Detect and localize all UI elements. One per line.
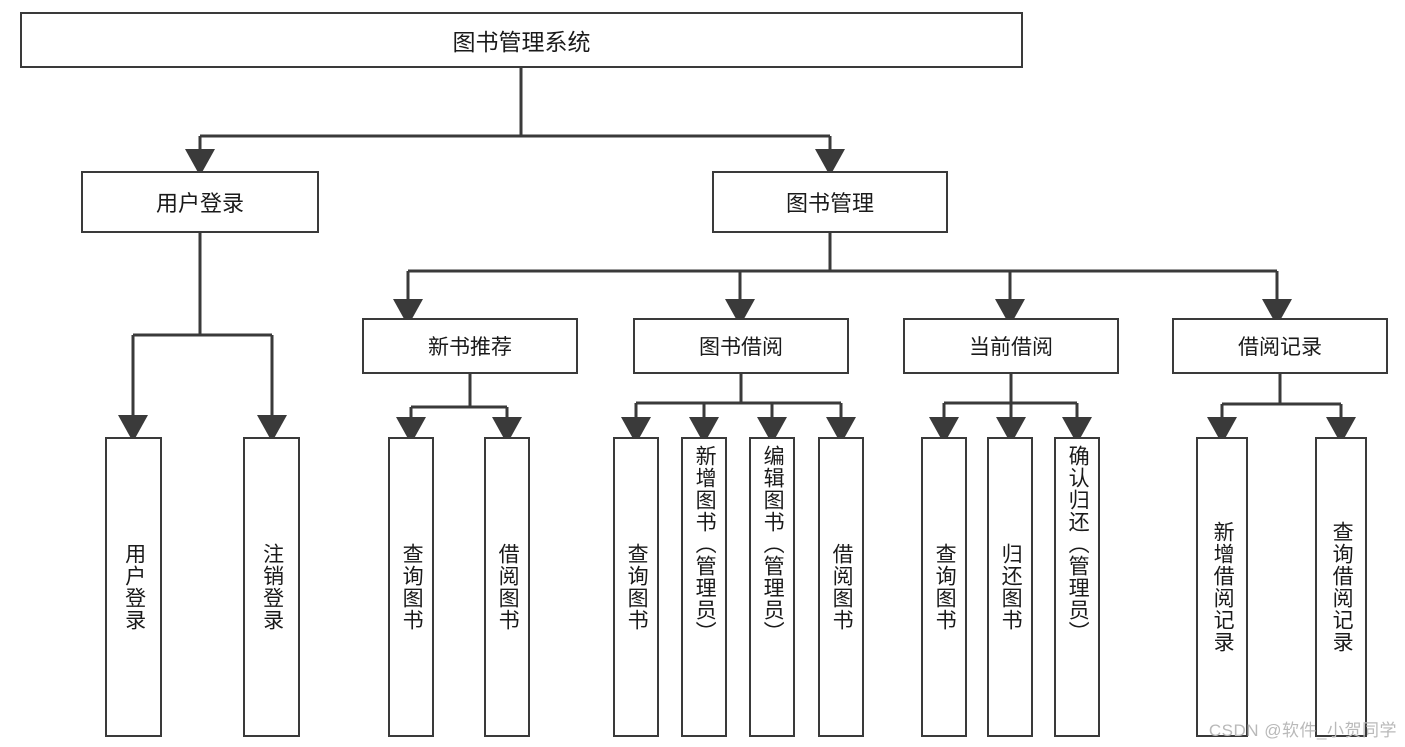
leaf-query-book-1-label: 查询图书	[400, 543, 424, 631]
node-user-login-label: 用户登录	[155, 191, 244, 216]
leaf-logout-label: 注销登录	[260, 543, 284, 631]
node-book-manage-label: 图书管理	[785, 191, 874, 216]
node-root[interactable]: 图书管理系统	[20, 12, 1023, 68]
leaf-query-record[interactable]: 查询借阅记录	[1315, 437, 1367, 737]
leaf-query-book-3[interactable]: 查询图书	[921, 437, 967, 737]
node-book-manage[interactable]: 图书管理	[712, 171, 948, 233]
leaf-user-login[interactable]: 用户登录	[105, 437, 162, 737]
leaf-query-book-1[interactable]: 查询图书	[388, 437, 434, 737]
leaf-logout[interactable]: 注销登录	[243, 437, 300, 737]
leaf-query-book-2-label: 查询图书	[625, 543, 649, 631]
node-borrow-record-label: 借阅记录	[1238, 336, 1322, 359]
leaf-borrow-book-1[interactable]: 借阅图书	[484, 437, 530, 737]
node-book-borrow[interactable]: 图书借阅	[633, 318, 849, 374]
leaf-return-book[interactable]: 归还图书	[987, 437, 1033, 737]
node-root-label: 图书管理系统	[452, 29, 591, 55]
node-user-login[interactable]: 用户登录	[81, 171, 319, 233]
leaf-borrow-book-2-label: 借阅图书	[830, 543, 854, 631]
watermark: CSDN @软件_小贺同学	[1208, 721, 1397, 740]
node-new-book-recommend[interactable]: 新书推荐	[362, 318, 578, 374]
leaf-borrow-book-2[interactable]: 借阅图书	[818, 437, 864, 737]
node-book-borrow-label: 图书借阅	[699, 336, 783, 359]
leaf-confirm-return[interactable]: 确认归还（管理员）	[1054, 437, 1100, 737]
leaf-edit-book[interactable]: 编辑图书（管理员）	[749, 437, 795, 737]
leaf-add-record[interactable]: 新增借阅记录	[1196, 437, 1248, 737]
leaf-query-record-label: 查询借阅记录	[1330, 521, 1354, 653]
leaf-edit-book-label: 编辑图书（管理员）	[761, 445, 785, 643]
leaf-add-book-label: 新增图书（管理员）	[693, 445, 717, 643]
leaf-query-book-2[interactable]: 查询图书	[613, 437, 659, 737]
node-new-book-recommend-label: 新书推荐	[428, 336, 512, 359]
leaf-add-record-label: 新增借阅记录	[1211, 521, 1235, 653]
leaf-borrow-book-1-label: 借阅图书	[496, 543, 520, 631]
leaf-user-login-label: 用户登录	[122, 543, 146, 631]
node-borrow-record[interactable]: 借阅记录	[1172, 318, 1388, 374]
leaf-return-book-label: 归还图书	[999, 543, 1023, 631]
node-current-borrow-label: 当前借阅	[969, 336, 1053, 359]
leaf-query-book-3-label: 查询图书	[933, 543, 957, 631]
node-current-borrow[interactable]: 当前借阅	[903, 318, 1119, 374]
leaf-add-book[interactable]: 新增图书（管理员）	[681, 437, 727, 737]
leaf-confirm-return-label: 确认归还（管理员）	[1066, 445, 1090, 643]
